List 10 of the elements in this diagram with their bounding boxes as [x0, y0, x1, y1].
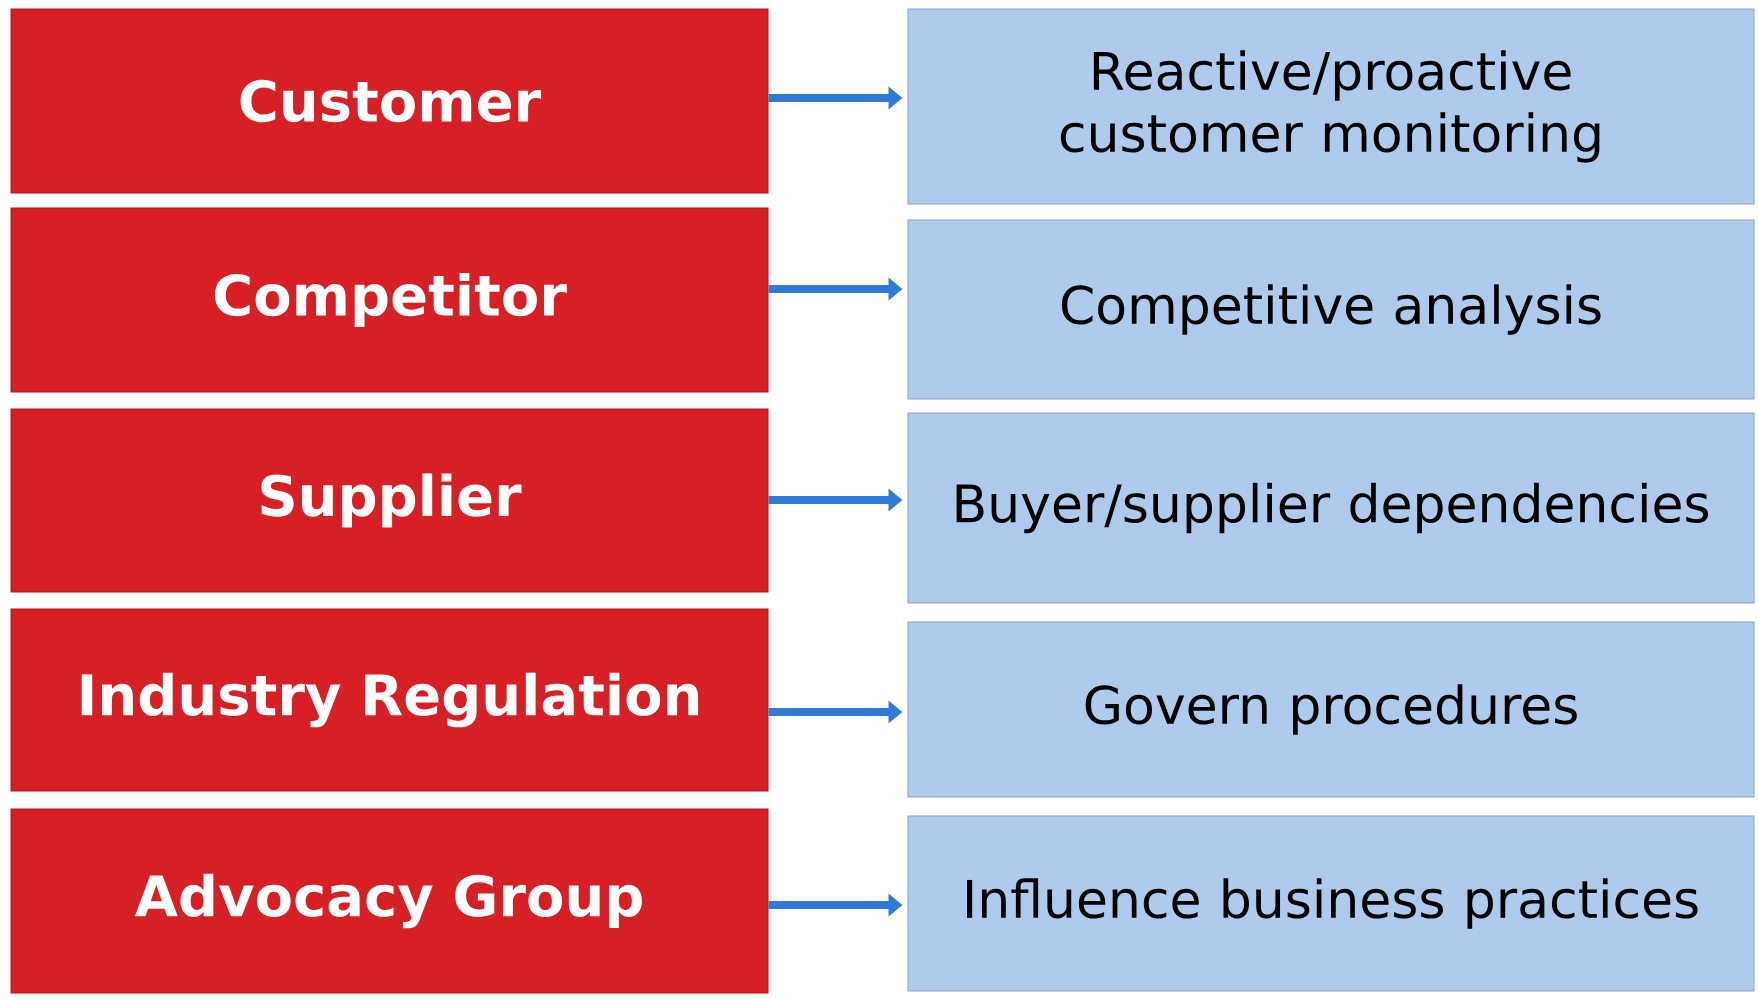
outcome-box: Influence business practices [907, 815, 1755, 992]
category-box: Supplier [10, 408, 769, 593]
outcome-box: Competitive analysis [907, 219, 1755, 400]
category-box: Industry Regulation [10, 608, 769, 792]
category-box: Customer [10, 8, 769, 194]
outcome-box: Govern procedures [907, 621, 1755, 798]
outcome-box: Buyer/supplier dependencies [907, 412, 1755, 604]
outcome-box: Reactive/proactive customer monitoring [907, 8, 1755, 205]
category-box: Advocacy Group [10, 808, 769, 994]
category-box: Competitor [10, 207, 769, 393]
